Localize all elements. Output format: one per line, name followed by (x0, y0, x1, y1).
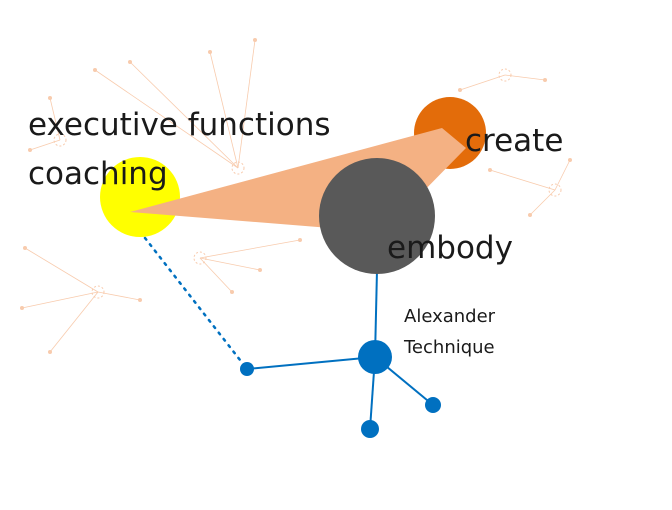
faint-edge (97, 291, 141, 301)
faint-hub (548, 183, 562, 197)
faint-node (28, 148, 32, 152)
node-embody[interactable] (319, 158, 435, 274)
faint-hub (193, 251, 207, 265)
faint-edge (49, 97, 61, 141)
faint-edge (21, 291, 99, 309)
faint-node (128, 60, 132, 64)
edge-alexander-leaf-1 (246, 356, 376, 370)
label-coaching-line2: coaching (28, 156, 168, 192)
label-create: create (465, 123, 563, 159)
faint-edge (489, 169, 556, 191)
faint-edge (199, 257, 233, 293)
faint-edge (459, 74, 506, 91)
faint-node (208, 50, 212, 54)
faint-node (458, 88, 462, 92)
faint-hub (498, 68, 512, 82)
faint-node (543, 78, 547, 82)
faint-edge (554, 159, 571, 191)
node-leaf[interactable] (240, 362, 254, 376)
faint-node (488, 168, 492, 172)
faint-edge (49, 291, 99, 353)
faint-edge (209, 51, 239, 169)
faint-edge (29, 139, 61, 151)
faint-edge (129, 61, 239, 169)
faint-hub (231, 161, 245, 175)
faint-node (528, 213, 532, 217)
label-alexander-line1: Alexander (404, 306, 496, 327)
background-faint-network (20, 38, 572, 354)
label-embody: embody (387, 230, 513, 266)
label-coaching-line1: executive functions (28, 107, 331, 143)
faint-edge (24, 247, 99, 293)
faint-node (568, 158, 572, 162)
faint-node (48, 96, 52, 100)
faint-node (93, 68, 97, 72)
label-alexander-line2: Technique (403, 337, 495, 358)
faint-edge (94, 69, 239, 169)
faint-edge (199, 257, 261, 271)
faint-hub (53, 133, 67, 147)
faint-edge (504, 74, 546, 81)
faint-edge (237, 39, 256, 169)
faint-node (298, 238, 302, 242)
node-alexander-technique[interactable] (358, 340, 392, 374)
node-leaf[interactable] (425, 397, 441, 413)
faint-node (258, 268, 262, 272)
faint-edge (529, 189, 556, 216)
faint-node (253, 38, 257, 42)
node-leaf[interactable] (361, 420, 379, 438)
node-coaching[interactable] (100, 157, 180, 237)
faint-node (230, 290, 234, 294)
faint-hub (91, 285, 105, 299)
dotted-link-coaching-alexander-leaf (143, 236, 242, 362)
faint-node (23, 246, 27, 250)
faint-node (138, 298, 142, 302)
faint-node (48, 350, 52, 354)
faint-edge (199, 239, 301, 259)
faint-node (20, 306, 24, 310)
